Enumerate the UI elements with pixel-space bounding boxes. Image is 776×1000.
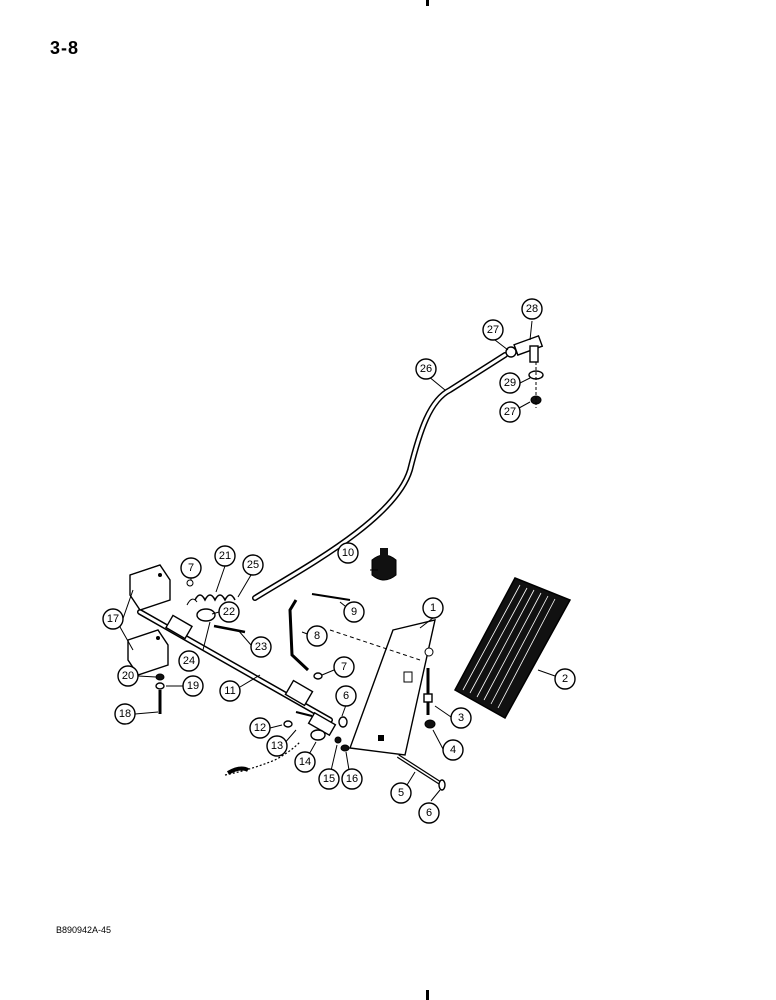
callout-13: 13 <box>266 735 288 757</box>
callout-29: 29 <box>499 372 521 394</box>
svg-text:6: 6 <box>426 807 432 819</box>
callout-23: 23 <box>250 636 272 658</box>
svg-text:27: 27 <box>504 406 516 418</box>
pedal-plate <box>349 619 436 756</box>
return-spring <box>186 579 246 634</box>
svg-text:1: 1 <box>430 602 436 614</box>
svg-text:2: 2 <box>562 673 568 685</box>
callout-19: 19 <box>182 675 204 697</box>
svg-text:7: 7 <box>341 661 347 673</box>
callout-12: 12 <box>249 717 271 739</box>
svg-text:3: 3 <box>458 712 464 724</box>
svg-text:4: 4 <box>450 744 456 756</box>
callout-21: 21 <box>214 545 236 567</box>
svg-text:20: 20 <box>122 670 134 682</box>
svg-text:8: 8 <box>314 630 320 642</box>
svg-text:22: 22 <box>223 606 235 618</box>
callout-25: 25 <box>242 554 264 576</box>
callout-22: 22 <box>218 601 240 623</box>
callout-3: 3 <box>450 707 472 729</box>
svg-text:21: 21 <box>219 550 231 562</box>
callout-10: 10 <box>337 542 359 564</box>
callout-6-upper: 6 <box>335 685 357 707</box>
callout-24: 24 <box>178 650 200 672</box>
svg-text:12: 12 <box>254 722 266 734</box>
callout-7-upper: 7 <box>180 557 202 579</box>
page-number: 3-8 <box>50 38 80 58</box>
svg-text:18: 18 <box>119 708 131 720</box>
svg-text:13: 13 <box>271 740 283 752</box>
leader-lines <box>119 320 556 802</box>
link-rod <box>288 593 434 680</box>
callout-18: 18 <box>114 703 136 725</box>
callout-8: 8 <box>306 625 328 647</box>
svg-text:24: 24 <box>183 655 195 667</box>
svg-text:26: 26 <box>420 363 432 375</box>
svg-text:16: 16 <box>346 773 358 785</box>
svg-text:23: 23 <box>255 641 267 653</box>
svg-text:25: 25 <box>247 559 259 571</box>
svg-text:9: 9 <box>351 606 357 618</box>
svg-text:28: 28 <box>526 303 538 315</box>
callout-16: 16 <box>341 768 363 790</box>
callout-4: 4 <box>442 739 464 761</box>
lower-hardware <box>224 668 446 791</box>
svg-text:19: 19 <box>187 680 199 692</box>
callout-27-lower: 27 <box>499 401 521 423</box>
callout-9: 9 <box>343 601 365 623</box>
callout-28: 28 <box>521 298 543 320</box>
rubber-bumper <box>371 548 397 581</box>
mounting-blocks <box>127 564 171 676</box>
figure-code: B890942A-45 <box>56 925 112 935</box>
callout-20: 20 <box>117 665 139 687</box>
rod-end-fitting <box>505 334 544 408</box>
svg-text:10: 10 <box>342 547 354 559</box>
callout-14: 14 <box>294 751 316 773</box>
pedal-pad <box>453 577 572 720</box>
callout-1: 1 <box>422 597 444 619</box>
svg-text:15: 15 <box>323 773 335 785</box>
bottom-mark <box>426 990 429 1000</box>
callout-2: 2 <box>554 668 576 690</box>
svg-text:6: 6 <box>343 690 349 702</box>
callout-17: 17 <box>102 608 124 630</box>
svg-text:7: 7 <box>188 562 194 574</box>
top-mark <box>426 0 429 6</box>
callout-5: 5 <box>390 782 412 804</box>
svg-text:14: 14 <box>299 756 311 768</box>
callout-26: 26 <box>415 358 437 380</box>
callout-6-lower: 6 <box>418 802 440 824</box>
svg-text:17: 17 <box>107 613 119 625</box>
callout-11: 11 <box>219 680 241 702</box>
svg-text:11: 11 <box>224 685 235 697</box>
callout-27-upper: 27 <box>482 319 504 341</box>
callout-7-lower: 7 <box>333 656 355 678</box>
callout-15: 15 <box>318 768 340 790</box>
svg-text:5: 5 <box>398 787 404 799</box>
bolt-stack <box>155 673 165 714</box>
svg-text:29: 29 <box>504 377 516 389</box>
svg-text:27: 27 <box>487 324 499 336</box>
